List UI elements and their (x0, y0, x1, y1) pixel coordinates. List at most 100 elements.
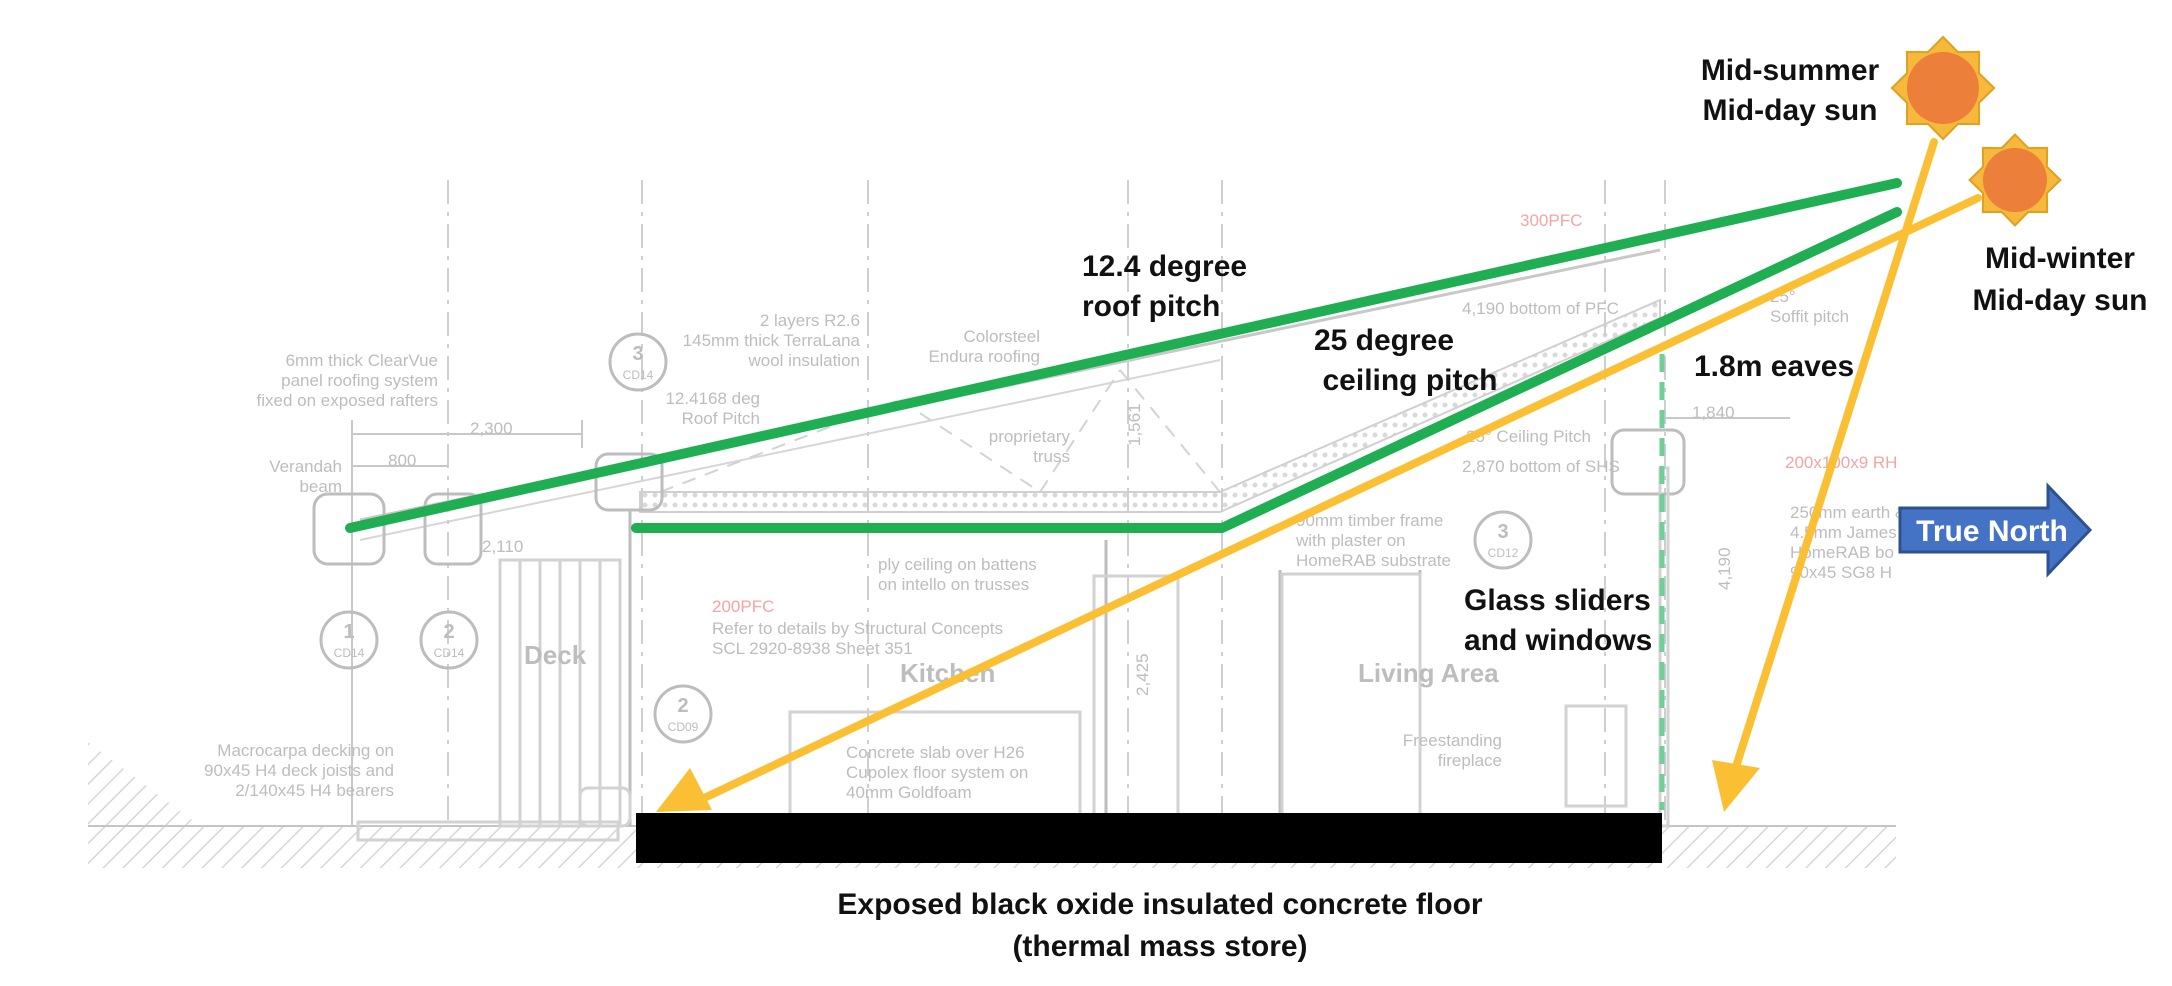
svg-text:CD12: CD12 (1488, 546, 1519, 560)
north-arrow-shape (1898, 482, 2093, 578)
note-shs-bottom: 2,870 bottom of SHS (1462, 457, 1620, 476)
note-fireplace: Freestanding fireplace (1403, 731, 1502, 770)
callout-labels: 3 CD14 1 CD14 2 CD14 2 CD09 3 CD12 (334, 343, 1519, 734)
callout-3-cd12 (1473, 510, 1533, 570)
svg-text:CD14: CD14 (334, 646, 365, 660)
svg-text:SCL 2920-8938 Sheet 351: SCL 2920-8938 Sheet 351 (712, 639, 913, 658)
left-embankment (88, 742, 200, 826)
svg-text:fixed on exposed rafters: fixed on exposed rafters (257, 391, 438, 410)
note-proprietary-truss: proprietary truss (989, 427, 1071, 466)
note-roofing-system: 6mm thick ClearVue panel roofing system … (257, 351, 438, 410)
dim-1840: 1,840 (1692, 403, 1735, 422)
callout-circles (319, 332, 1533, 744)
room-deck: Deck (524, 640, 587, 670)
summer-sun-ray (1731, 138, 1938, 774)
roof-pitch-label: 12.4 degree roof pitch (1082, 250, 1247, 323)
svg-text:4.5mm James: 4.5mm James (1790, 523, 1897, 542)
deck-railing (498, 558, 622, 828)
svg-text:Freestanding: Freestanding (1403, 731, 1502, 750)
svg-text:Mid-day sun: Mid-day sun (1972, 284, 2147, 317)
sun-disc (1907, 52, 1979, 124)
svg-text:CD09: CD09 (668, 720, 699, 734)
summer-sun-ray-arrowhead (1712, 760, 1760, 812)
sun-icon (1890, 35, 1996, 141)
svg-text:CD14: CD14 (623, 368, 654, 382)
note-macrocarpa: Macrocarpa decking on 90x45 H4 deck jois… (204, 741, 394, 800)
dim-1561: 1,561 (1125, 403, 1144, 446)
sun-disc (1983, 148, 2047, 212)
svg-text:90x45 SG8 H: 90x45 SG8 H (1790, 563, 1892, 582)
dim-4190: 4,190 (1715, 547, 1734, 590)
truss-lines (659, 369, 1221, 493)
dim-2425: 2,425 (1133, 653, 1152, 696)
svg-text:90x45 H4 deck joists and: 90x45 H4 deck joists and (204, 761, 394, 780)
callout-2-cd09 (653, 684, 713, 744)
svg-text:wool insulation: wool insulation (747, 351, 860, 370)
note-200pfc: 200PFC (712, 597, 774, 616)
note-pfc-bottom: 4,190 bottom of PFC (1462, 299, 1619, 318)
note-verandah-beam: Verandah beam (269, 457, 342, 496)
thermal-mass-floor (636, 813, 1662, 863)
svg-text:CD14: CD14 (434, 646, 465, 660)
svg-text:roof pitch: roof pitch (1082, 290, 1220, 323)
svg-text:ply ceiling on battens: ply ceiling on battens (878, 555, 1037, 574)
svg-text:Verandah: Verandah (269, 457, 342, 476)
note-concrete-slab: Concrete slab over H26 Cupolex floor sys… (846, 743, 1028, 802)
grid-lines (447, 180, 1666, 826)
rafter-underside (359, 359, 1221, 541)
svg-text:3: 3 (1497, 521, 1508, 543)
dim-800: 800 (388, 451, 416, 470)
callout-3-cd14 (608, 332, 668, 392)
winter-sun-label: Mid-winter Mid-day sun (1972, 242, 2147, 317)
svg-text:HomeRAB bo: HomeRAB bo (1790, 543, 1894, 562)
svg-text:3: 3 (632, 343, 643, 365)
ceiling-pitch-line (631, 207, 1902, 533)
svg-text:25 degree: 25 degree (1314, 324, 1454, 357)
note-soffit-pitch: 25° Soffit pitch (1770, 287, 1849, 326)
dimension-lines (351, 417, 1790, 826)
svg-text:Roof Pitch: Roof Pitch (682, 409, 760, 428)
svg-text:truss: truss (1033, 447, 1070, 466)
summer-sun-label: Mid-summer Mid-day sun (1701, 54, 1880, 127)
dim-2110: 2,110 (482, 537, 523, 556)
svg-text:panel roofing system: panel roofing system (281, 371, 438, 390)
svg-text:90mm timber frame: 90mm timber frame (1296, 511, 1443, 530)
winter-sun-ray (696, 194, 1982, 804)
svg-text:Colorsteel: Colorsteel (963, 327, 1040, 346)
svg-text:(thermal mass store): (thermal mass store) (1012, 930, 1307, 963)
sun-ray-arrows (656, 138, 1982, 812)
note-200rh: 200x100x9 RH (1785, 453, 1897, 472)
svg-text:1: 1 (343, 621, 354, 643)
svg-text:12.4168 deg: 12.4168 deg (665, 389, 760, 408)
note-ply-ceiling: ply ceiling on battens on intello on tru… (878, 555, 1037, 594)
svg-text:HomeRAB substrate: HomeRAB substrate (1296, 551, 1451, 570)
svg-text:Refer to details by Structural: Refer to details by Structural Concepts (712, 619, 1003, 638)
svg-text:2/140x45 H4 bearers: 2/140x45 H4 bearers (235, 781, 394, 800)
note-ceiling-pitch: 25° Ceiling Pitch (1466, 427, 1591, 446)
svg-text:Concrete slab over H26: Concrete slab over H26 (846, 743, 1025, 762)
note-colorsteel: Colorsteel Endura roofing (928, 327, 1040, 366)
svg-text:2: 2 (443, 621, 454, 643)
svg-text:Macrocarpa decking on: Macrocarpa decking on (217, 741, 394, 760)
svg-text:Mid-summer: Mid-summer (1701, 54, 1880, 87)
svg-text:proprietary: proprietary (989, 427, 1071, 446)
note-structural: Refer to details by Structural Concepts … (712, 619, 1003, 658)
sun-icon (1968, 133, 2062, 227)
svg-text:on intello on trusses: on intello on trusses (878, 575, 1029, 594)
svg-text:and windows: and windows (1464, 624, 1652, 657)
svg-text:Endura roofing: Endura roofing (928, 347, 1040, 366)
floor-label: Exposed black oxide insulated concrete f… (837, 888, 1483, 963)
glass-label: Glass sliders and windows (1464, 584, 1652, 657)
svg-text:Mid-day sun: Mid-day sun (1702, 94, 1877, 127)
eaves-label: 1.8m eaves (1694, 350, 1854, 383)
note-timber-frame: 90mm timber frame with plaster on HomeRA… (1295, 511, 1451, 570)
svg-text:beam: beam (299, 477, 342, 496)
drawing-annotations: 300PFC 200PFC 200x100x9 RH 6mm thick Cle… (204, 211, 1907, 802)
svg-text:Glass sliders: Glass sliders (1464, 584, 1651, 617)
note-roof-pitch: 12.4168 deg Roof Pitch (665, 389, 760, 428)
room-living-area: Living Area (1358, 658, 1499, 688)
dim-2300: 2,300 (470, 419, 513, 438)
north-arrow-icon: True North (1898, 482, 2093, 578)
svg-text:Mid-winter: Mid-winter (1985, 242, 2135, 275)
